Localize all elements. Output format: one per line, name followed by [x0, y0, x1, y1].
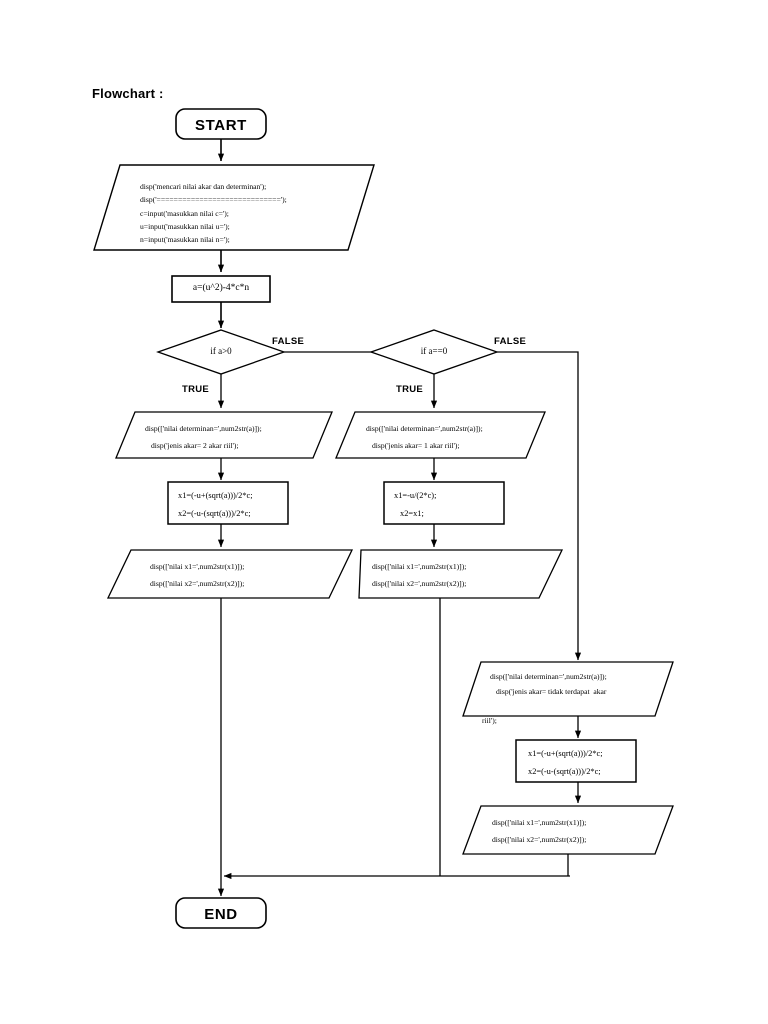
output-roots-no-real-roots-text: disp(['nilai x1=',num2str(x1)]); disp(['… [492, 814, 672, 849]
no-real-roots-proc-line-1: x1=(-u+(sqrt(a)))/2*c; [528, 749, 603, 758]
output-roots-two-roots-shape [106, 549, 354, 599]
one-root-proc-line-2: x2=x1; [400, 508, 424, 518]
output-determinant-two-roots-shape [115, 411, 333, 459]
no-real-roots-out-line-2: disp(['nilai x2=',num2str(x2)]); [492, 835, 587, 845]
process-two-roots-text: x1=(-u+(sqrt(a)))/2*c; x2=(-u-(sqrt(a)))… [178, 487, 288, 522]
input-block-shape [93, 164, 375, 251]
no-real-roots-det-line-2: disp('jenis akar= tidak terdapat akar [496, 686, 607, 696]
start-terminator-label: START [195, 117, 247, 134]
process-one-root-shape [383, 481, 505, 525]
branch-label-true-zero: TRUE [396, 384, 424, 395]
input-line-4: u=input('masukkan nilai u='); [140, 221, 230, 231]
no-real-roots-det-line-1: disp(['nilai determinan=',num2str(a)]); [490, 672, 607, 681]
branch-label-true-positive: TRUE [182, 384, 210, 395]
input-block-text: disp('mencari nilai akar dan determinan'… [140, 180, 370, 246]
one-root-det-line-2: disp('jenis akar= 1 akar riil'); [372, 441, 460, 451]
two-roots-det-line-2: disp('jenis akar= 2 akar riil'); [151, 441, 239, 451]
one-root-out-line-2: disp(['nilai x2=',num2str(x2)]); [372, 579, 467, 589]
branch-label-false-positive: FALSE [272, 336, 305, 347]
two-roots-det-line-1: disp(['nilai determinan=',num2str(a)]); [145, 424, 262, 433]
end-terminator-shape [175, 897, 267, 929]
output-roots-no-real-roots-shape [462, 805, 674, 855]
one-root-proc-line-1: x1=-u/(2*c); [394, 491, 437, 500]
decision-positive-label: if a>0 [210, 346, 232, 356]
no-real-roots-out-line-1: disp(['nilai x1=',num2str(x1)]); [492, 818, 587, 827]
connector-false-zero-to-no-real-roots [497, 351, 582, 661]
two-roots-proc-line-2: x2=(-u-(sqrt(a)))/2*c; [178, 508, 251, 518]
no-real-roots-det-line-3: riil'); [482, 716, 497, 726]
output-roots-two-roots-text: disp(['nilai x1=',num2str(x1)]); disp(['… [150, 558, 330, 593]
output-determinant-two-roots-text: disp(['nilai determinan=',num2str(a)]); … [145, 420, 325, 455]
page-title: Flowchart : [92, 86, 164, 101]
output-determinant-one-root-shape [335, 411, 546, 459]
two-roots-proc-line-1: x1=(-u+(sqrt(a)))/2*c; [178, 491, 253, 500]
one-root-out-line-1: disp(['nilai x1=',num2str(x1)]); [372, 562, 467, 571]
no-real-roots-proc-line-2: x2=(-u-(sqrt(a)))/2*c; [528, 766, 601, 776]
two-roots-out-line-2: disp(['nilai x2=',num2str(x2)]); [150, 579, 245, 589]
output-determinant-no-real-roots-text: disp(['nilai determinan=',num2str(a)]); … [482, 670, 665, 729]
output-roots-one-root-text: disp(['nilai x1=',num2str(x1)]); disp(['… [372, 558, 552, 593]
process-no-real-roots-shape [515, 739, 637, 783]
input-line-5: n=input('masukkan nilai n='); [140, 235, 230, 245]
process-determinant-label: a=(u^2)-4*c*n [192, 283, 250, 293]
input-line-3: c=input('masukkan nilai c='); [140, 208, 229, 218]
process-no-real-roots-text: x1=(-u+(sqrt(a)))/2*c; x2=(-u-(sqrt(a)))… [528, 745, 638, 780]
input-line-1: disp('mencari nilai akar dan determinan'… [140, 182, 267, 191]
output-determinant-no-real-roots-shape [462, 661, 674, 717]
one-root-det-line-1: disp(['nilai determinan=',num2str(a)]); [366, 424, 483, 433]
two-roots-out-line-1: disp(['nilai x1=',num2str(x1)]); [150, 562, 245, 571]
process-two-roots-shape [167, 481, 289, 525]
output-determinant-one-root-text: disp(['nilai determinan=',num2str(a)]); … [366, 420, 546, 455]
branch-label-false-zero: FALSE [494, 336, 527, 347]
decision-zero-label: if a==0 [420, 346, 448, 356]
end-terminator-label: END [204, 906, 238, 923]
output-roots-one-root-shape [358, 549, 564, 599]
process-one-root-text: x1=-u/(2*c); x2=x1; [394, 487, 504, 522]
input-line-2: disp('============================='); [140, 195, 287, 205]
